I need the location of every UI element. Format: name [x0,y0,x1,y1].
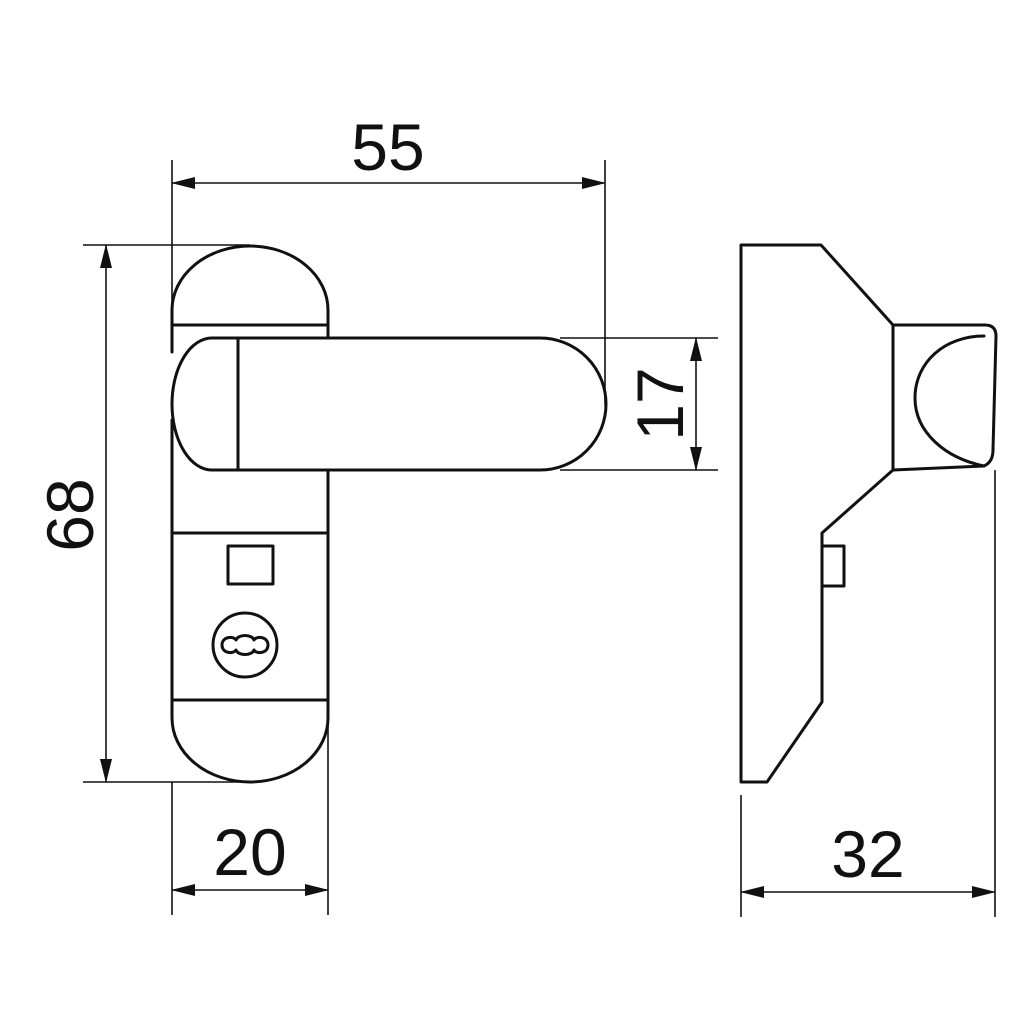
square-cutout [226,544,275,586]
dimension-labels: 55 68 17 20 32 [33,110,905,891]
front-view [170,244,608,784]
dim-label-68: 68 [33,478,107,551]
dimension-lines [83,160,996,917]
keyhole-icon [220,634,270,656]
dim-label-55: 55 [351,110,424,184]
dim-label-17: 17 [623,367,697,440]
side-profile [739,243,895,784]
lock-cylinder [211,611,279,679]
side-view [739,243,998,784]
dim-label-32: 32 [831,817,904,891]
dim-label-20: 20 [213,815,286,889]
back-plate [170,244,330,784]
side-knob [891,323,998,472]
side-pin [820,544,846,588]
